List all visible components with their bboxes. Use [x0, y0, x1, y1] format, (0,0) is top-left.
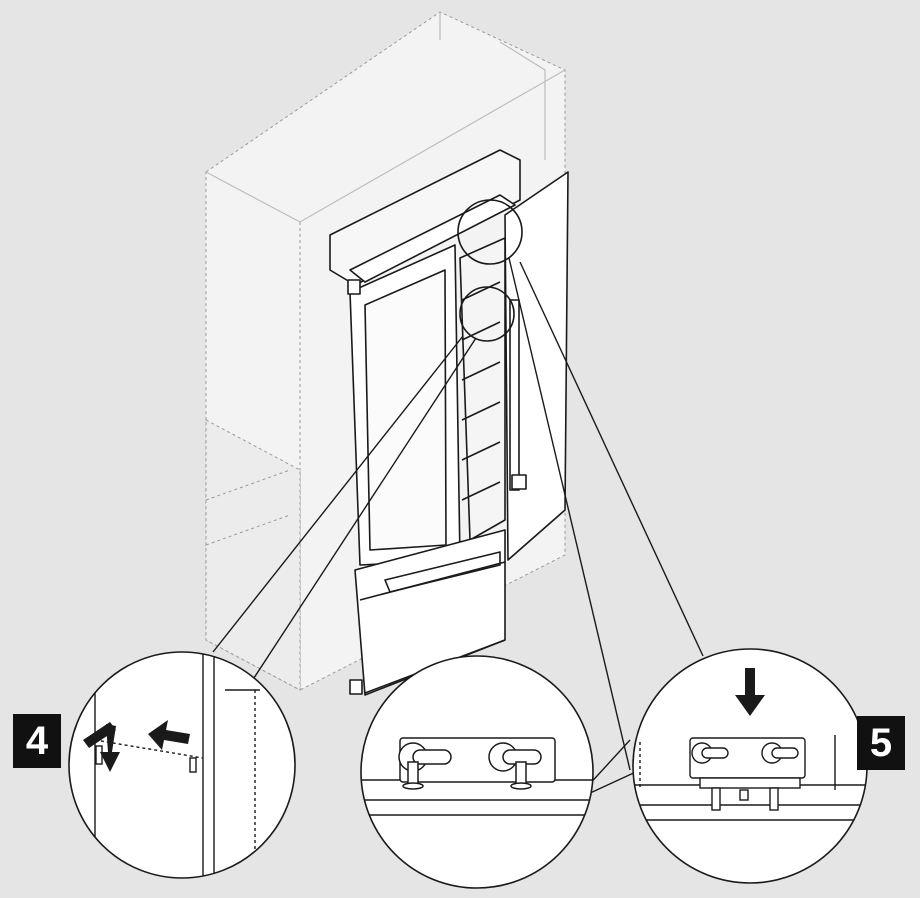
- magnifier-circle: [457, 199, 523, 342]
- detail-hinge-bracket: [360, 655, 594, 889]
- step-number-5: 5: [857, 716, 905, 770]
- detail-step-4: [68, 651, 296, 879]
- cabinet-outline: [205, 12, 566, 223]
- refrigerator-illustration: [329, 149, 569, 696]
- arrow-down-icon: [735, 668, 765, 716]
- hinge-bracket-detail: [398, 737, 556, 790]
- detail-step-5: [632, 648, 868, 884]
- step-number-4: 4: [13, 714, 61, 768]
- arrow-down-icon: [83, 722, 120, 772]
- arrow-left-icon: [148, 720, 190, 750]
- leader-lines: [212, 257, 704, 801]
